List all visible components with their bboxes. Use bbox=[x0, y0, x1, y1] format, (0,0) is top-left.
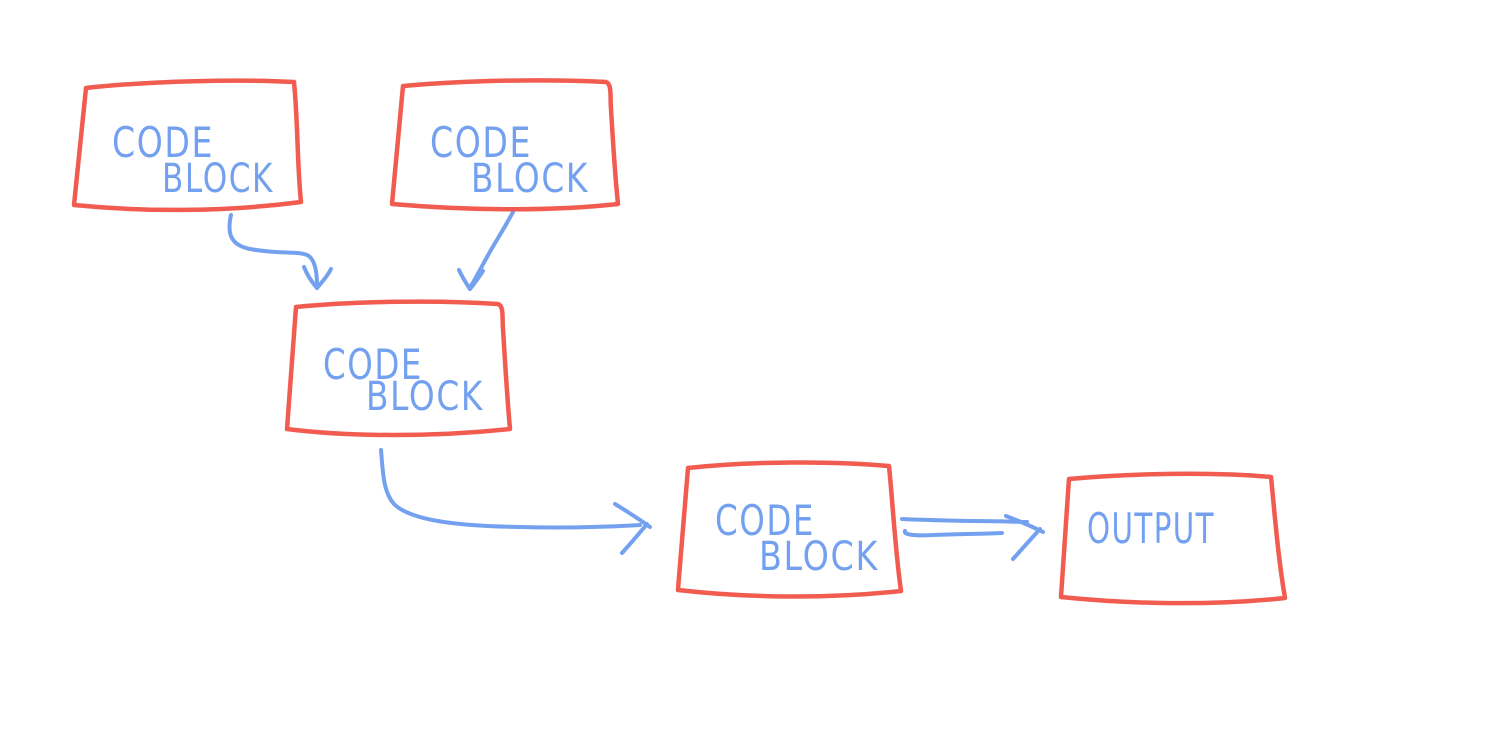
arrow-shaft bbox=[227, 213, 319, 287]
arrow-head-icon bbox=[457, 268, 472, 291]
sketch-rectangle bbox=[1058, 471, 1288, 606]
node-label-line2: BLOCK bbox=[759, 534, 879, 580]
node-code-block-top-right: CODE BLOCK bbox=[389, 78, 621, 212]
node-code-block-pre-output: CODE BLOCK bbox=[675, 460, 904, 599]
node-code-block-middle: CODE BLOCK bbox=[284, 299, 513, 438]
node-label-line1: CODE bbox=[715, 496, 815, 545]
double-arrow-bottom-line bbox=[902, 529, 1004, 538]
arrow-head-icon bbox=[468, 269, 485, 291]
node-label-line2: BLOCK bbox=[162, 156, 274, 202]
sketch-rectangle bbox=[389, 78, 621, 212]
edge-middle-to-pre-output bbox=[379, 448, 652, 555]
edge-pre-output-to-output bbox=[900, 514, 1045, 561]
arrow-shaft bbox=[379, 448, 642, 530]
sketch-rectangle bbox=[284, 299, 513, 438]
sketch-rectangle bbox=[675, 460, 904, 599]
arrow-head-icon bbox=[620, 522, 649, 555]
node-code-block-top-left: CODE BLOCK bbox=[71, 78, 304, 213]
node-label-line1: CODE bbox=[323, 340, 423, 389]
arrow-head-icon bbox=[315, 267, 333, 290]
edge-top-left-to-middle bbox=[227, 213, 333, 290]
node-label-line1: CODE bbox=[112, 118, 214, 167]
double-arrow-top-line bbox=[900, 517, 1029, 524]
node-label-line2: BLOCK bbox=[366, 374, 484, 420]
edge-top-right-to-middle bbox=[457, 210, 515, 291]
node-label-line1: CODE bbox=[430, 118, 532, 167]
node-label-line2: BLOCK bbox=[471, 156, 589, 202]
arrow-shaft bbox=[469, 210, 515, 288]
node-label-line1: OUTPUT bbox=[1087, 504, 1215, 553]
arrow-head-icon bbox=[302, 265, 319, 290]
sketch-rectangle bbox=[71, 78, 304, 213]
node-output: OUTPUT bbox=[1058, 471, 1288, 606]
arrow-head-icon bbox=[1011, 527, 1042, 561]
